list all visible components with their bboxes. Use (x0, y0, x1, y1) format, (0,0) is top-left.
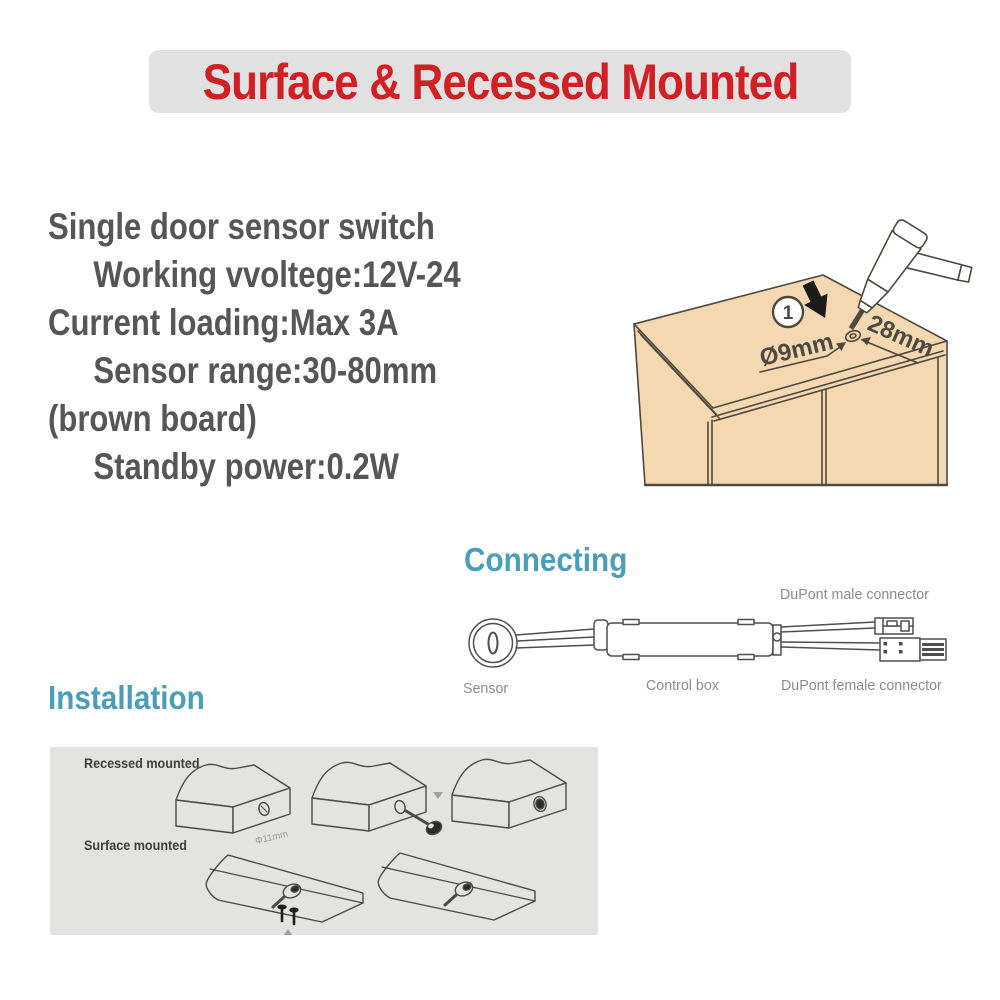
control-box (593, 618, 782, 661)
spec-line: (brown board) (48, 398, 257, 439)
sensor-icon (468, 618, 518, 668)
female-connector-wires (780, 641, 881, 651)
title-banner: Surface & Recessed Mounted (149, 50, 851, 113)
male-connector-label: DuPont male connector (780, 586, 929, 603)
recessed-board-inserting (311, 761, 443, 836)
spec-line: Sensor range:30-80mm (93, 350, 438, 391)
connection-diagram (468, 617, 947, 668)
sensor-wires (515, 628, 595, 649)
surface-sensor-icon (271, 883, 302, 909)
dupont-female-connector (879, 637, 947, 662)
step-1-badge: 1 (771, 295, 805, 329)
spec-line: Single door sensor switch (48, 206, 435, 247)
cabinet-edges (633, 323, 949, 487)
drilling-illustration: 1 Ø9mm 28mm (633, 219, 973, 487)
spec-line: Standby power:0.2W (93, 446, 400, 487)
step-number: 1 (783, 303, 794, 324)
sensor-label: Sensor (463, 680, 509, 697)
control-box-label: Control box (646, 677, 719, 694)
surface-board-mounted (377, 852, 536, 921)
female-connector-label: DuPont female connector (781, 677, 942, 694)
surface-sensor-icon (443, 881, 474, 907)
recessed-mounted-label: Recessed mounted (84, 755, 200, 771)
recessed-board-installed (451, 758, 567, 829)
surface-mounted-label: Surface mounted (84, 837, 187, 853)
recessed-hole-diameter-label: Φ11mm (254, 829, 289, 847)
drill-icon (849, 219, 973, 330)
dupont-male-connector (874, 617, 914, 635)
installation-heading: Installation (48, 679, 205, 716)
surface-board-screws (205, 854, 364, 935)
spec-line: Working vvoltege:12V-24 (93, 254, 461, 295)
installation-panel: Recessed mounted Surface mounted Φ11mm (50, 747, 598, 935)
down-arrow-icon (802, 280, 828, 319)
male-connector-wires (780, 621, 876, 633)
spec-line: Current loading:Max 3A (48, 302, 399, 343)
installation-diagrams: Φ11mm (175, 758, 567, 935)
drill-hole (844, 329, 862, 343)
mounting-screws (277, 904, 299, 926)
connecting-heading: Connecting (464, 541, 628, 578)
sensor-plug-icon (425, 820, 443, 836)
spec-list: Single door sensor switch Working vvolte… (48, 203, 461, 491)
recessed-board-hole: Φ11mm (175, 763, 291, 847)
title-banner-text: Surface & Recessed Mounted (202, 53, 799, 110)
